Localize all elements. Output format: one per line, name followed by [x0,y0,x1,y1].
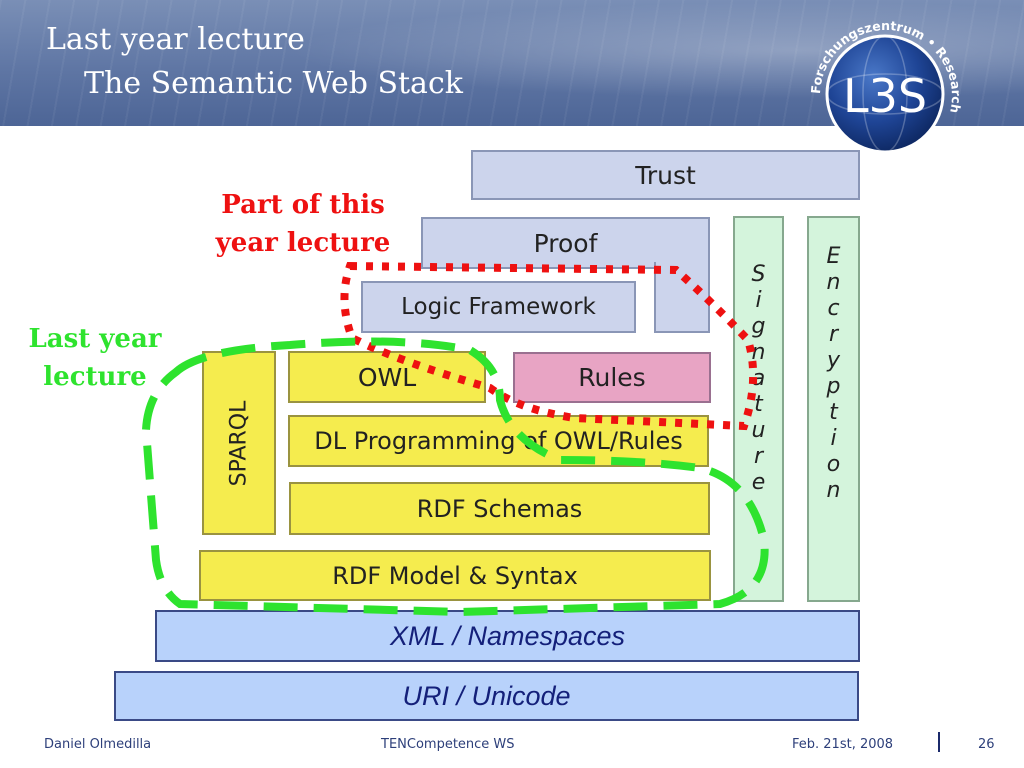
footer-page-number: 26 [978,737,995,752]
encryption-letter: n [826,270,841,295]
encryption-letter: n [826,478,841,503]
signature-letter: n [751,340,766,365]
xml-namespaces-layer: XML / Namespaces [155,610,860,662]
encryption-letter: y [826,348,841,373]
slide-subtitle: The Semantic Web Stack [84,66,463,101]
signature-letter: t [754,392,763,417]
rdf-schemas-layer: RDF Schemas [289,482,710,535]
this-year-line2: year lecture [215,228,391,258]
signature-letter: g [751,314,766,339]
signature-letter: S [751,262,766,287]
dl-programming-layer: DL Programming of OWL/Rules [288,415,709,467]
last-year-annotation: Last year lecture [10,320,180,396]
signature-letter: a [751,366,766,391]
logo-text: L3S [843,69,927,123]
rdf-model-syntax-layer: RDF Model & Syntax [199,550,711,601]
signature-letter: i [755,288,762,313]
footer-author: Daniel Olmedilla [44,737,152,752]
encryption-letter: r [828,322,839,347]
trust-layer: Trust [471,150,860,200]
this-year-annotation: Part of this year lecture [198,186,408,262]
footer-date: Feb. 21st, 2008 [792,737,894,752]
encryption-letter: E [826,244,841,269]
encryption-letter: o [826,452,841,477]
logic-framework-layer: Logic Framework [361,281,636,333]
encryption-letter: c [827,296,840,321]
footer-event: TENCompetence WS [381,737,515,752]
proof-step [654,262,710,333]
last-year-line1: Last year [28,324,162,354]
rules-layer: Rules [513,352,711,403]
encryption-letter: t [829,400,838,425]
this-year-line1: Part of this [221,190,385,220]
signature-letter: r [753,444,764,469]
slide-title: Last year lecture [46,22,305,57]
globe-logo-icon: L3S Forschungszentrum • Research Center [800,2,964,154]
uri-unicode-layer: URI / Unicode [114,671,859,721]
encryption-letter: i [830,426,837,451]
encryption-letter: p [826,374,841,399]
sparql-layer: SPARQL [202,351,276,535]
signature-letter: e [751,470,766,495]
sparql-label: SPARQL [226,400,252,486]
last-year-line2: lecture [43,362,147,392]
signature-letter: u [751,418,766,443]
owl-layer: OWL [288,351,486,403]
footer-divider [938,732,940,752]
